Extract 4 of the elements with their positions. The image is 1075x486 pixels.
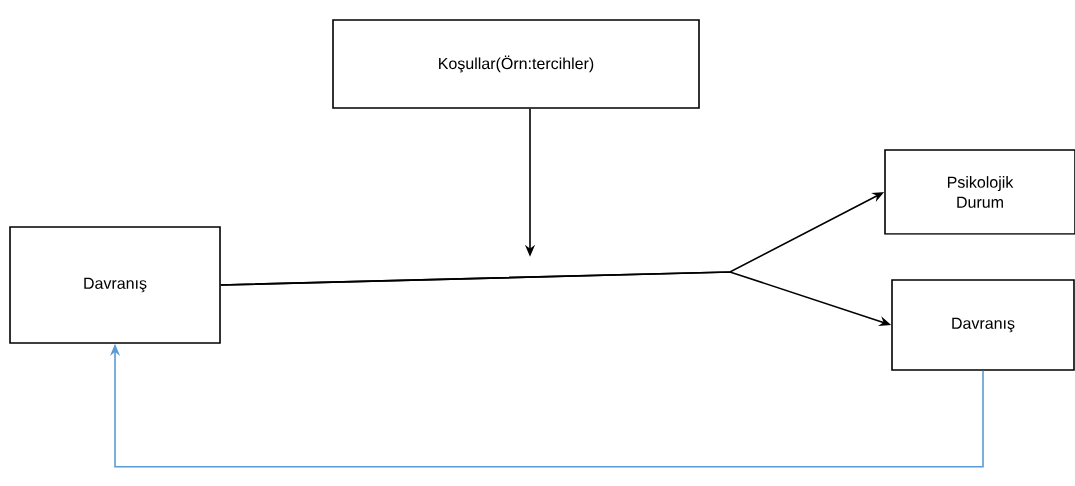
process-box: Psikolojik Durum bbox=[884, 149, 1075, 235]
process-box: Davranış bbox=[9, 226, 221, 344]
process-box: Davranış bbox=[891, 279, 1075, 371]
process-box: Koşullar(Örn:tercihler) bbox=[332, 19, 700, 109]
